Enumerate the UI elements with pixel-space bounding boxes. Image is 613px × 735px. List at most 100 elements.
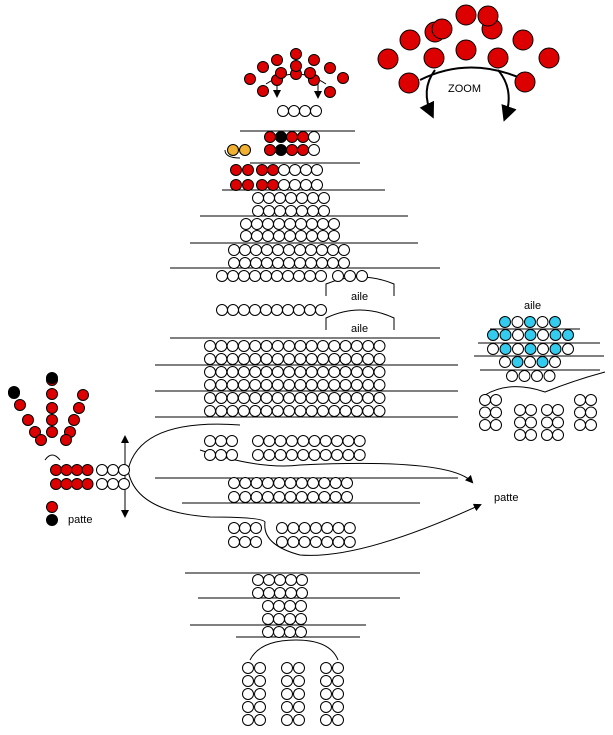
bead — [204, 405, 216, 417]
bead — [552, 429, 564, 441]
bead — [274, 587, 286, 599]
thread-paths — [44, 66, 606, 661]
bead — [260, 304, 272, 316]
bead — [283, 405, 296, 417]
bead — [362, 366, 375, 378]
bead — [585, 419, 597, 431]
bead — [216, 304, 228, 316]
bead — [423, 47, 445, 69]
bead — [240, 218, 252, 230]
bead — [585, 406, 597, 419]
bead — [250, 491, 263, 503]
bead — [215, 366, 228, 378]
bead — [239, 522, 251, 534]
foot-label-right: patte — [494, 492, 518, 504]
bead — [294, 392, 307, 404]
bead — [455, 4, 477, 26]
bead — [342, 449, 355, 461]
bead — [29, 426, 41, 438]
bead — [339, 392, 352, 404]
bead — [230, 164, 242, 176]
bead — [308, 449, 321, 461]
bead — [373, 392, 386, 404]
bead — [307, 491, 320, 503]
bead — [249, 405, 262, 417]
bead — [339, 366, 352, 378]
bead — [317, 353, 329, 365]
bead — [537, 329, 549, 341]
bead — [272, 257, 284, 269]
bead — [275, 131, 287, 143]
bead — [204, 392, 216, 404]
bead — [81, 464, 94, 476]
bead — [297, 435, 310, 447]
bead — [250, 536, 262, 548]
bead — [328, 366, 341, 378]
bead — [431, 18, 453, 40]
bead — [295, 626, 307, 638]
bead — [257, 85, 269, 97]
bead — [362, 353, 375, 365]
bead — [295, 600, 307, 612]
bead — [252, 587, 264, 599]
bead — [252, 574, 264, 586]
bead — [271, 392, 284, 404]
bead — [524, 343, 537, 355]
bead — [118, 478, 130, 490]
bead — [262, 626, 274, 638]
bead — [263, 192, 275, 204]
bead — [536, 316, 549, 328]
bead — [285, 449, 298, 461]
bead — [283, 340, 296, 352]
bead — [204, 340, 216, 352]
bead — [230, 179, 242, 191]
bead — [294, 366, 307, 378]
bead — [204, 366, 216, 378]
bead — [339, 340, 352, 352]
bead — [237, 405, 250, 417]
bead — [285, 192, 297, 204]
bead — [283, 392, 296, 404]
bead — [549, 356, 561, 368]
bead — [337, 72, 349, 84]
bead — [305, 405, 318, 417]
bead — [215, 379, 228, 391]
bead — [356, 270, 368, 282]
bead — [249, 379, 262, 391]
bead — [242, 701, 254, 713]
bead — [318, 491, 331, 503]
bead — [331, 449, 344, 461]
bead — [287, 536, 300, 548]
bead — [297, 131, 309, 143]
bead — [293, 304, 305, 316]
bead — [273, 218, 285, 230]
bead — [293, 270, 305, 282]
bead — [338, 244, 350, 256]
bead — [305, 392, 318, 404]
bead — [294, 257, 306, 269]
bead — [328, 230, 340, 242]
bead — [242, 714, 254, 726]
bead — [307, 192, 319, 204]
bead — [238, 270, 250, 282]
bead — [317, 340, 329, 352]
bead — [308, 54, 320, 66]
bead — [293, 688, 305, 700]
bead — [271, 54, 283, 66]
bead — [264, 144, 276, 156]
bead — [260, 340, 273, 352]
bead — [541, 404, 553, 416]
bead — [278, 164, 290, 176]
bead — [332, 675, 344, 687]
bead — [296, 205, 308, 217]
bead — [293, 714, 305, 726]
bead — [256, 179, 268, 191]
bead — [298, 536, 311, 548]
bead — [305, 379, 318, 391]
bead — [271, 405, 284, 417]
bead — [282, 304, 294, 316]
bead — [297, 144, 309, 156]
bead — [263, 587, 275, 599]
thread-arrow — [419, 69, 436, 119]
bead — [276, 522, 288, 534]
